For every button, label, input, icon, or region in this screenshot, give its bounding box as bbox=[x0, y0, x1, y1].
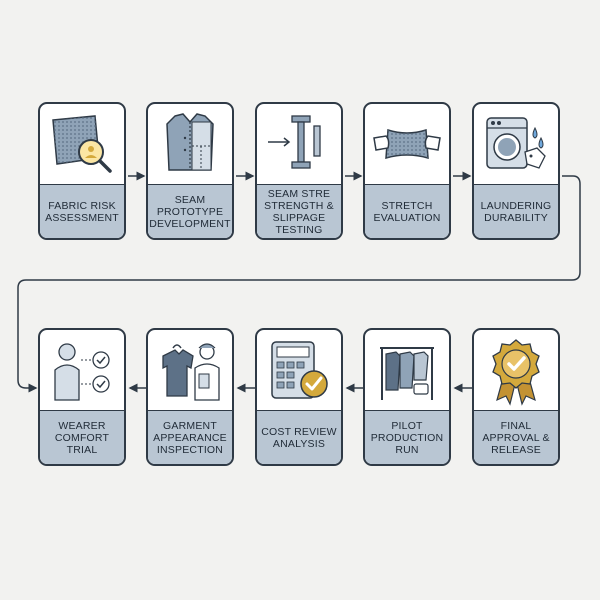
step-card-seam-strength: SEAM STRE STRENGTH & SLIPPAGE TESTING bbox=[255, 102, 343, 240]
step-card-pilot-production: PILOT PRODUCTION RUN bbox=[363, 328, 451, 466]
step-card-garment-inspection: GARMENT APPEARANCE INSPECTION bbox=[146, 328, 234, 466]
step-label: PILOT PRODUCTION RUN bbox=[365, 410, 449, 464]
step-card-fabric-risk: FABRIC RISK ASSESSMENT bbox=[38, 102, 126, 240]
step-label: FABRIC RISK ASSESSMENT bbox=[40, 184, 124, 238]
step-card-cost-review: COST REVIEW ANALYSIS bbox=[255, 328, 343, 466]
step-label: COST REVIEW ANALYSIS bbox=[257, 410, 341, 464]
inspector-shirt-icon bbox=[148, 330, 232, 412]
wearer-checklist-icon bbox=[40, 330, 124, 412]
hands-stretch-icon bbox=[365, 104, 449, 186]
washing-machine-icon bbox=[474, 104, 558, 186]
award-ribbon-icon bbox=[474, 330, 558, 412]
calculator-check-icon bbox=[257, 330, 341, 412]
step-label: GARMENT APPEARANCE INSPECTION bbox=[148, 410, 232, 464]
step-label: LAUNDERING DURABILITY bbox=[474, 184, 558, 238]
vest-prototype-icon bbox=[148, 104, 232, 186]
step-card-seam-prototype: SEAM PROTOTYPE DEVELOPMENT bbox=[146, 102, 234, 240]
step-card-stretch: STRETCH EVALUATION bbox=[363, 102, 451, 240]
step-label: STRETCH EVALUATION bbox=[365, 184, 449, 238]
fabric-magnifier-icon bbox=[40, 104, 124, 186]
step-label: SEAM STRE STRENGTH & SLIPPAGE TESTING bbox=[257, 184, 341, 238]
step-label: FINAL APPROVAL & RELEASE bbox=[474, 410, 558, 464]
wrap-connector bbox=[17, 175, 581, 393]
step-card-laundering: LAUNDERING DURABILITY bbox=[472, 102, 560, 240]
tensile-clamp-icon bbox=[257, 104, 341, 186]
garment-rack-icon bbox=[365, 330, 449, 412]
step-label: WEARER COMFORT TRIAL bbox=[40, 410, 124, 464]
step-card-wearer-comfort: WEARER COMFORT TRIAL bbox=[38, 328, 126, 466]
step-label: SEAM PROTOTYPE DEVELOPMENT bbox=[148, 184, 232, 238]
step-card-final-approval: FINAL APPROVAL & RELEASE bbox=[472, 328, 560, 466]
